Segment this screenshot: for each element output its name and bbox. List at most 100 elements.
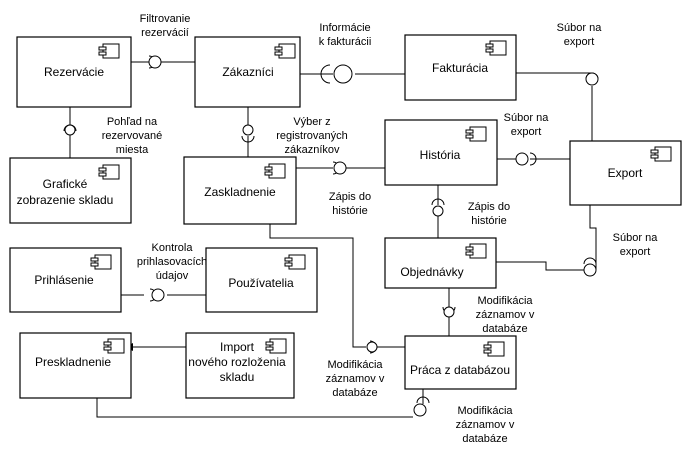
- component-export[interactable]: Export: [569, 140, 682, 206]
- wire-zaskladnenie-modif: [269, 224, 366, 348]
- svg-text:Modifikácia: Modifikácia: [457, 405, 513, 417]
- label-subor-na-export-mid: Súbor na export: [504, 112, 550, 138]
- wire-preskladnenie-modif: [96, 398, 413, 418]
- component-icon: [103, 338, 125, 354]
- svg-text:histórie: histórie: [332, 205, 367, 217]
- svg-text:prihlasovacích: prihlasovacích: [137, 256, 207, 268]
- svg-text:záznamov v: záznamov v: [326, 373, 385, 385]
- component-icon: [265, 338, 287, 354]
- svg-text:Modifikácia: Modifikácia: [327, 359, 383, 371]
- svg-text:rezervované: rezervované: [102, 130, 163, 142]
- component-graficke-zobrazenie-skladu[interactable]: Grafické zobrazenie skladu: [9, 157, 132, 224]
- socket-icon: [529, 152, 537, 166]
- ball-icon: [515, 152, 529, 166]
- component-icon: [483, 341, 505, 357]
- component-label: Rezervácie: [44, 65, 104, 79]
- component-prihlasenie[interactable]: Prihlásenie: [9, 247, 122, 313]
- ball-icon: [366, 341, 378, 353]
- svg-text:registrovaných: registrovaných: [276, 130, 348, 142]
- label-zapis-do-historie-2: Zápis do histórie: [468, 201, 510, 227]
- component-label-line1: Grafické: [43, 177, 88, 191]
- svg-text:zákazníkov: zákazníkov: [284, 144, 340, 156]
- ball-icon: [64, 124, 76, 136]
- ball-icon: [432, 205, 444, 217]
- component-historia[interactable]: História: [384, 119, 498, 186]
- svg-text:Súbor na: Súbor na: [613, 232, 659, 244]
- wire-objednavky-subor: [496, 261, 584, 271]
- ball-icon: [242, 124, 254, 136]
- component-import-noveho-rozlozenia[interactable]: Import nového rozloženia skladu: [185, 332, 295, 399]
- component-label: Prihlásenie: [34, 273, 94, 287]
- component-icon: [485, 40, 507, 56]
- svg-text:export: export: [620, 246, 651, 258]
- component-label: Zaskladnenie: [204, 185, 276, 199]
- component-label: Používatelia: [228, 276, 294, 290]
- socket-icon: [320, 64, 331, 84]
- svg-text:databáze: databáze: [332, 387, 377, 399]
- component-pouzivatelia[interactable]: Používatelia: [205, 247, 318, 313]
- component-objednavky[interactable]: Objednávky: [384, 237, 497, 289]
- component-icon: [264, 163, 286, 179]
- ball-icon: [333, 161, 347, 175]
- socket-icon: [416, 396, 430, 404]
- ball-icon: [148, 55, 162, 69]
- component-fakturacia[interactable]: Fakturácia: [404, 34, 517, 101]
- socket-icon: [241, 135, 255, 143]
- svg-text:Výber z: Výber z: [293, 116, 330, 128]
- svg-text:Modifikácia: Modifikácia: [477, 295, 533, 307]
- socket-icon: [583, 257, 597, 265]
- svg-text:histórie: histórie: [471, 215, 506, 227]
- component-label-line3: skladu: [220, 370, 255, 384]
- svg-text:Filtrovanie: Filtrovanie: [140, 13, 191, 25]
- svg-text:Informácie: Informácie: [319, 22, 370, 34]
- component-label: Práca z databázou: [410, 363, 510, 377]
- component-label: Preskladnenie: [35, 355, 111, 369]
- svg-text:Zápis do: Zápis do: [329, 191, 371, 203]
- svg-text:Kontrola: Kontrola: [152, 242, 194, 254]
- component-label-line1: Import: [220, 340, 255, 354]
- svg-text:miesta: miesta: [116, 144, 149, 156]
- component-zakaznici[interactable]: Zákazníci: [194, 36, 301, 108]
- component-icon: [98, 43, 120, 59]
- ball-icon: [151, 288, 165, 302]
- component-praca-z-databazou[interactable]: Práca z databázou: [404, 335, 517, 390]
- component-label: Fakturácia: [432, 61, 488, 75]
- svg-text:Súbor na: Súbor na: [557, 22, 603, 34]
- interfaces: [63, 55, 599, 417]
- svg-text:export: export: [564, 36, 595, 48]
- component-zaskladnenie[interactable]: Zaskladnenie: [183, 156, 297, 225]
- label-modifikacia-zaznamov-bottom: Modifikácia záznamov v databáze: [456, 405, 515, 445]
- component-preskladnenie[interactable]: Preskladnenie: [19, 332, 132, 399]
- component-label: Zákazníci: [222, 65, 273, 79]
- component-icon: [98, 164, 120, 180]
- component-icon: [90, 254, 112, 270]
- component-icon: [274, 43, 296, 59]
- label-zapis-do-historie-1: Zápis do histórie: [329, 191, 371, 217]
- component-rezervacie[interactable]: Rezervácie: [16, 36, 132, 108]
- ball-icon: [333, 64, 353, 84]
- svg-text:údajov: údajov: [156, 270, 189, 282]
- component-label: Export: [608, 166, 643, 180]
- svg-text:Pohľad na: Pohľad na: [107, 116, 158, 128]
- label-modifikacia-zaznamov-left: Modifikácia záznamov v databáze: [326, 359, 385, 399]
- svg-text:export: export: [511, 126, 542, 138]
- svg-text:rezervácií: rezervácií: [141, 27, 189, 39]
- svg-text:záznamov v: záznamov v: [456, 419, 515, 431]
- svg-text:k fakturácii: k fakturácii: [319, 36, 372, 48]
- svg-text:databáze: databáze: [482, 323, 527, 335]
- label-subor-na-export-top: Súbor na export: [557, 22, 603, 48]
- component-icon: [465, 126, 487, 142]
- svg-text:záznamov v: záznamov v: [476, 309, 535, 321]
- ball-icon: [583, 263, 597, 277]
- component-icon: [284, 254, 306, 270]
- component-icon: [650, 146, 672, 162]
- svg-text:Zápis do: Zápis do: [468, 201, 510, 213]
- interface-labels: Filtrovanie rezervácií Informácie k fakt…: [102, 13, 658, 445]
- label-modifikacia-zaznamov-top: Modifikácia záznamov v databáze: [476, 295, 535, 335]
- label-vyber-z-registrovanych-zakaznikov: Výber z registrovaných zákazníkov: [276, 116, 348, 156]
- wire-subor-export-right: [589, 205, 597, 270]
- ball-icon: [413, 403, 427, 417]
- svg-text:databáze: databáze: [462, 433, 507, 445]
- component-label: História: [420, 148, 461, 162]
